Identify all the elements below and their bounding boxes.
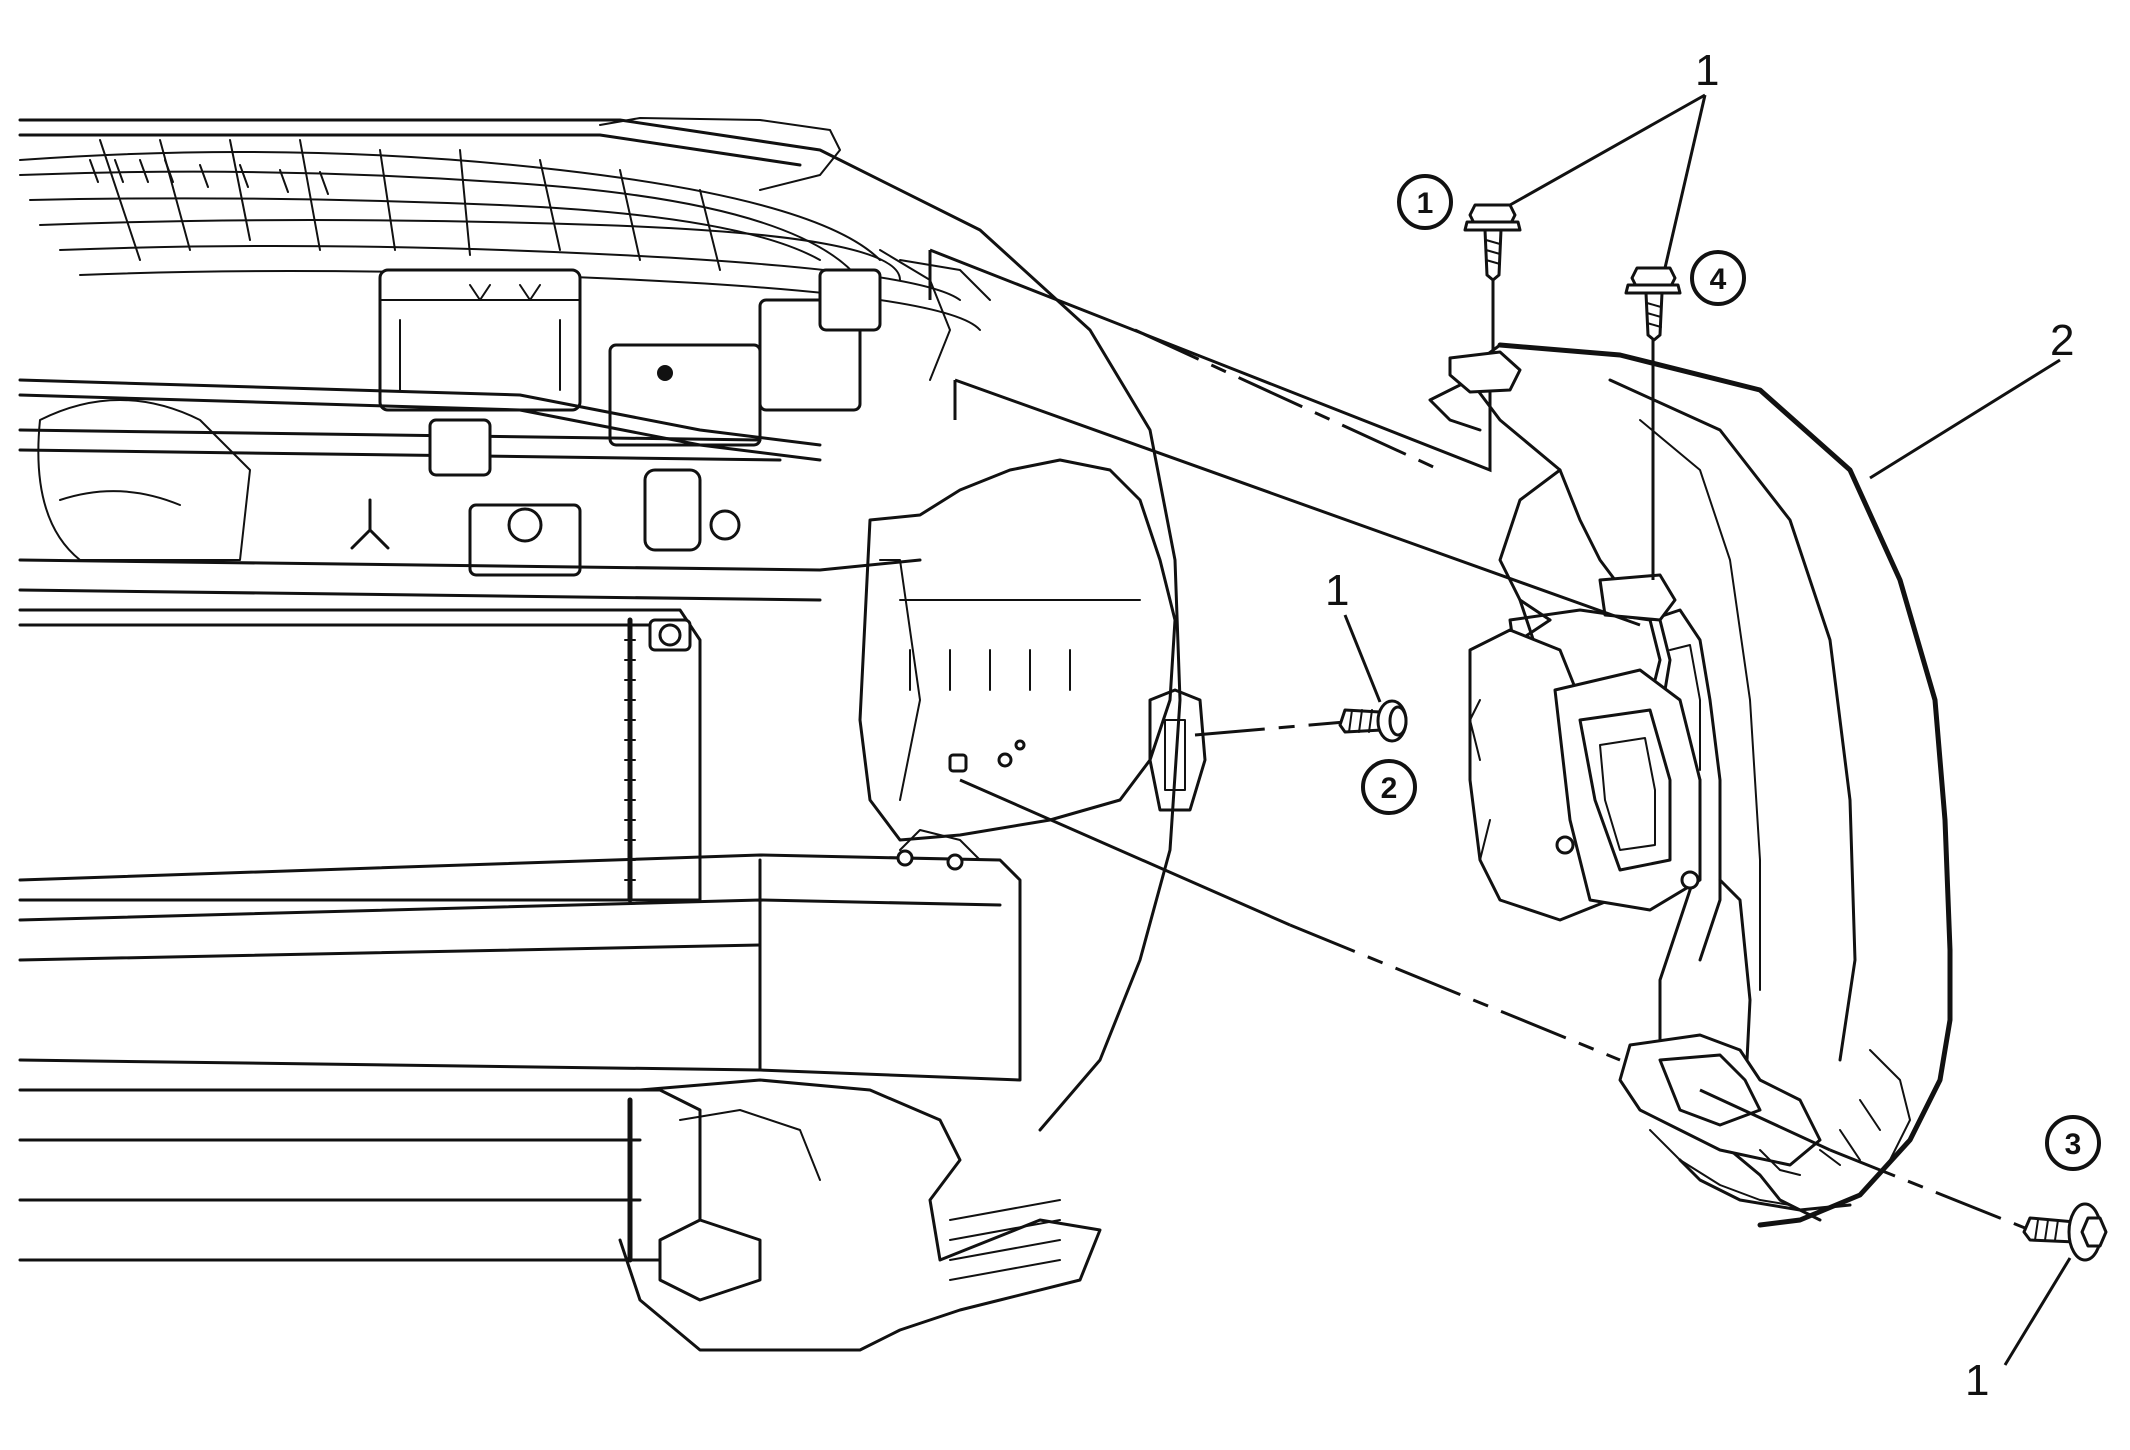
vehicle-front-end (18, 117, 1207, 1352)
radiator (18, 608, 702, 903)
step-marker-3-label: 3 (2065, 1128, 2082, 1161)
callout-bottom-number: 1 (1965, 1356, 1989, 1405)
lower-mounting-bracket (1618, 1033, 1911, 1212)
callout-housing-number: 2 (2050, 316, 2074, 365)
alignment-lines (928, 248, 2031, 1232)
callout-middle-number: 1 (1325, 566, 1349, 615)
step-marker-1-label: 1 (1417, 187, 1434, 220)
step-marker-2-label: 2 (1381, 772, 1398, 805)
lower-radiator-and-deflector (18, 1078, 1102, 1352)
fastener-upper-right (1624, 266, 1682, 342)
step-marker-4-label: 4 (1710, 263, 1727, 296)
fastener-middle (1338, 699, 1408, 743)
callout-leaders (1343, 93, 2072, 1366)
step-marker-3: 3 (2045, 1115, 2101, 1171)
bumper-beam (18, 829, 1022, 1082)
callout-top-number: 1 (1695, 46, 1719, 95)
radiator-support (18, 378, 922, 602)
step-marker-1: 1 (1397, 174, 1453, 230)
step-marker-2: 2 (1361, 759, 1417, 815)
headlamp-module (1468, 628, 1702, 922)
fastener-lower (2022, 1202, 2108, 1262)
fastener-upper-left (1463, 203, 1522, 282)
engine-wiring (19, 139, 991, 447)
step-marker-4: 4 (1690, 250, 1746, 306)
headlamp-mounting-panel (858, 458, 1207, 842)
